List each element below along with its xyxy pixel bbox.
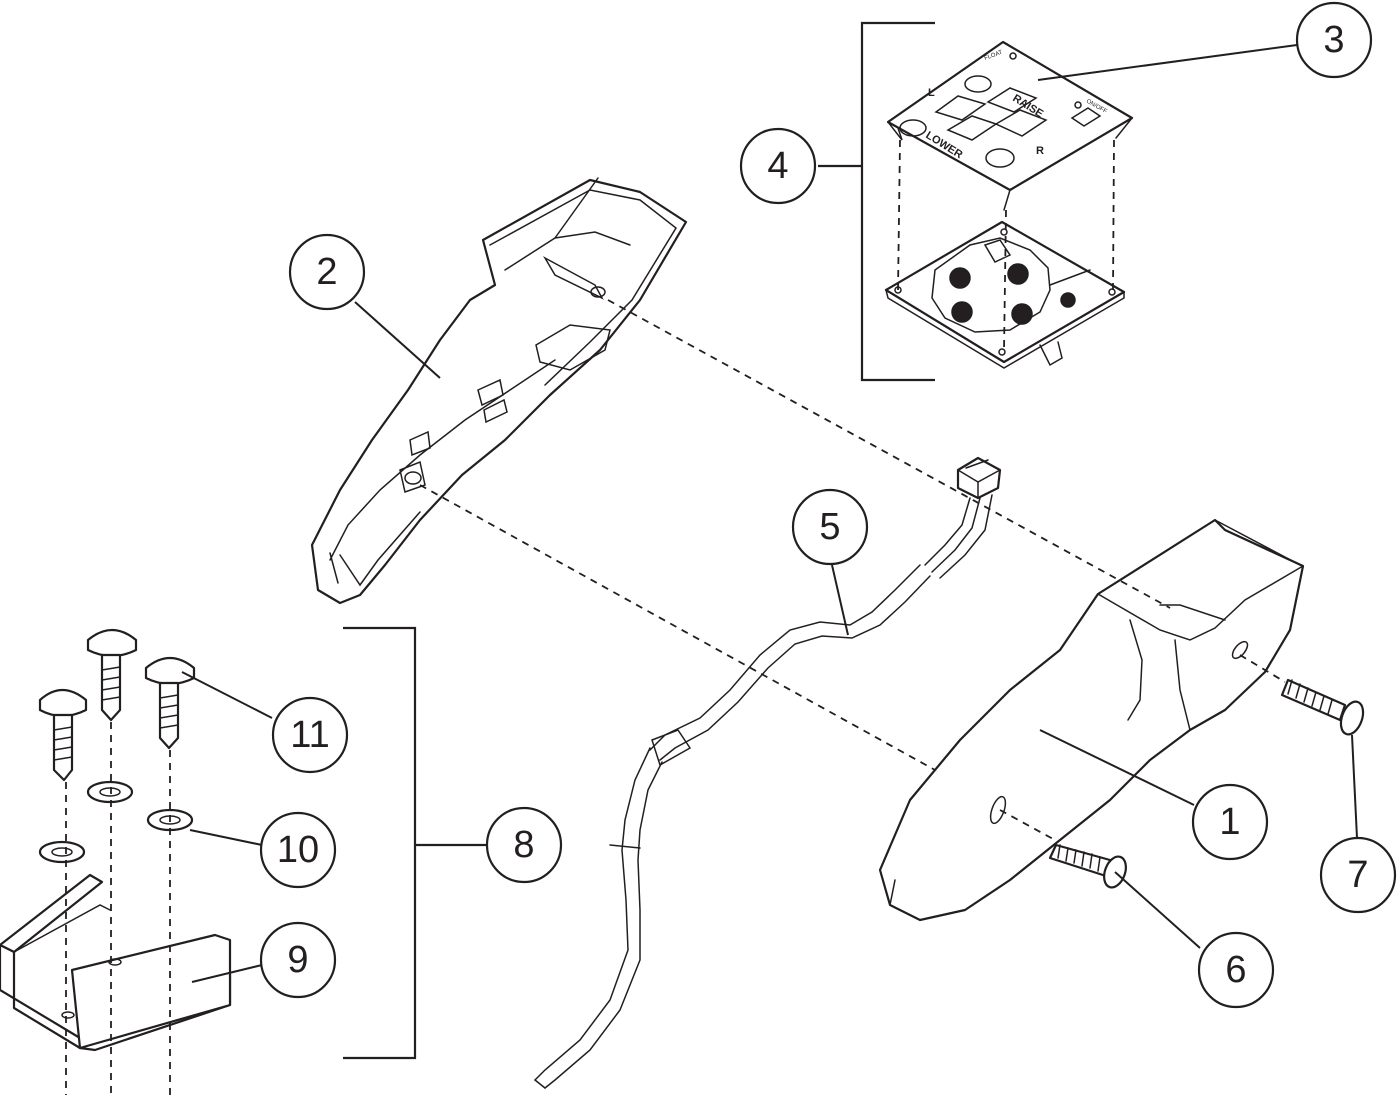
- callout-10-label: 10: [277, 829, 319, 871]
- mounting-bracket: [0, 873, 232, 1052]
- callout-3: 3: [1295, 1, 1373, 79]
- callout-7-label: 7: [1347, 854, 1368, 896]
- handle-top-shell: [310, 177, 688, 605]
- bracket-group-8: [343, 626, 488, 1060]
- callout-4: 4: [739, 127, 817, 205]
- screw-6: [1048, 843, 1127, 889]
- assembly-lines: [65, 139, 1286, 1095]
- callout-11-label: 11: [290, 714, 329, 756]
- callout-1-label: 1: [1219, 801, 1240, 843]
- callout-1: 1: [1191, 783, 1269, 861]
- callout-6-label: 6: [1225, 949, 1246, 991]
- cable-harness: [534, 456, 1002, 1089]
- washers: [38, 780, 194, 864]
- circuit-board: [884, 220, 1126, 369]
- callout-5-label: 5: [819, 506, 840, 548]
- keypad-overlay: RAISE LOWER L R FLOAT ON/OFF: [886, 40, 1134, 211]
- callout-5: 5: [791, 488, 869, 566]
- callout-9-label: 9: [287, 939, 308, 981]
- callout-2: 2: [288, 233, 366, 311]
- leader-lines: [181, 44, 1358, 983]
- screw-7: [1280, 678, 1365, 736]
- callout-9: 9: [259, 921, 337, 999]
- callout-7: 7: [1319, 836, 1397, 914]
- bracket-group-4: [818, 21, 935, 382]
- right-label: R: [1036, 145, 1044, 157]
- left-label: L: [928, 87, 935, 99]
- carriage-bolts: [38, 628, 196, 782]
- callout-11: 11: [271, 696, 349, 774]
- callout-3-label: 3: [1323, 19, 1344, 61]
- callout-8-label: 8: [513, 824, 534, 866]
- callout-6: 6: [1197, 931, 1275, 1009]
- callout-2-label: 2: [316, 251, 337, 293]
- callout-4-label: 4: [767, 145, 788, 187]
- callout-8: 8: [485, 806, 563, 884]
- callout-10: 10: [259, 811, 337, 889]
